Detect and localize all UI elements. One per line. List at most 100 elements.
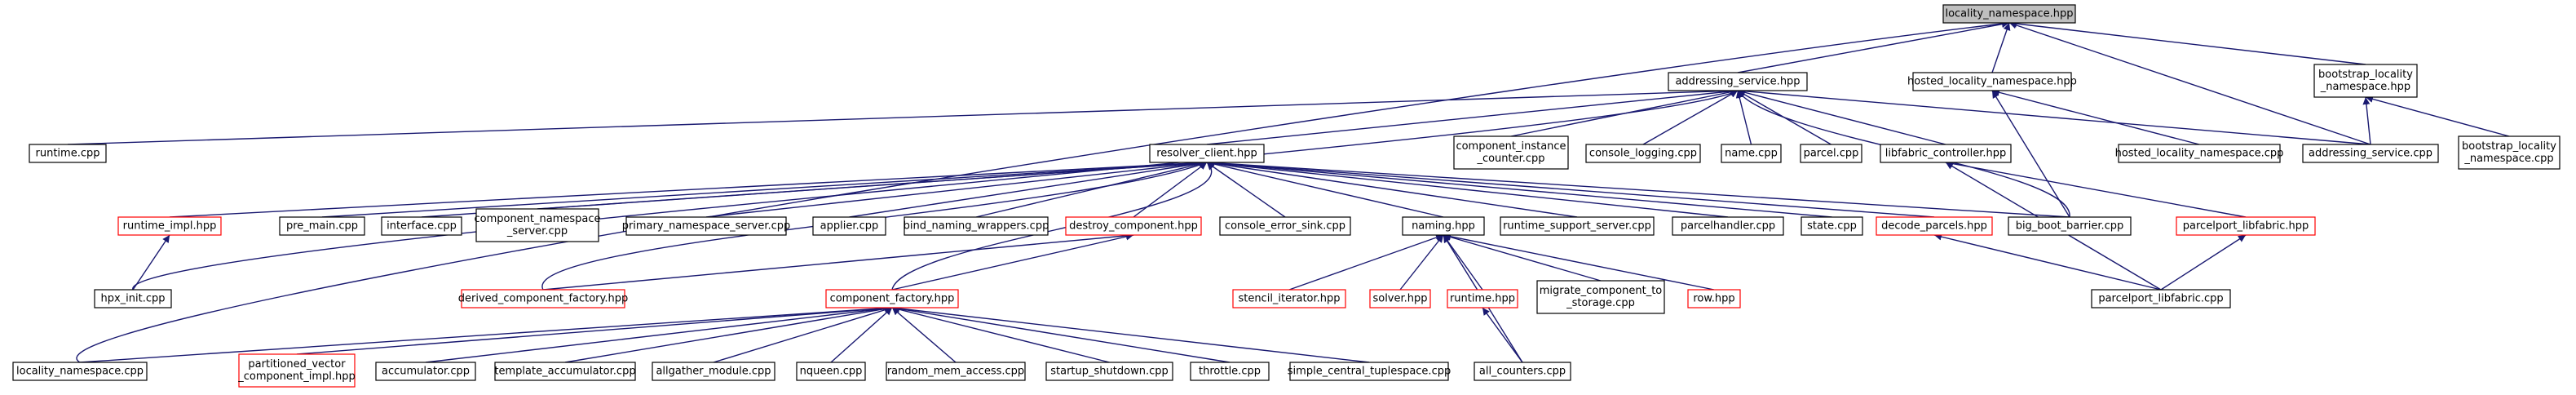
node-box — [2176, 216, 2316, 236]
node-parcelhandler-cpp[interactable]: parcelhandler.cpp — [1672, 216, 1784, 236]
node-box — [2118, 144, 2281, 163]
node-box — [825, 289, 959, 308]
node-label: simple_central_tuplespace.cpp — [1288, 366, 1451, 378]
edge-parcelport-libfabric-hpp-to-libfabric-controller-hpp — [1945, 160, 2247, 218]
node-label: nqueen.cpp — [800, 366, 863, 378]
node-box — [29, 144, 107, 163]
node-applier-cpp[interactable]: applier.cpp — [812, 216, 886, 236]
node-root[interactable]: locality_namespace.hpp — [1942, 4, 2076, 24]
node-naming-hpp[interactable]: naming.hpp — [1402, 216, 1485, 236]
node-box — [1065, 216, 1202, 236]
node-throttle-cpp[interactable]: throttle.cpp — [1190, 362, 1270, 381]
node-nqueen-cpp[interactable]: nqueen.cpp — [796, 362, 866, 381]
node-box — [2008, 216, 2132, 236]
node-box — [94, 289, 172, 308]
node-simple-central-tuplespace-cpp[interactable]: simple_central_tuplespace.cpp — [1288, 362, 1451, 381]
node-label: console_error_sink.cpp — [1225, 220, 1345, 233]
node-parcelport-libfabric-cpp[interactable]: parcelport_libfabric.cpp — [2091, 289, 2231, 308]
node-box — [461, 289, 625, 308]
node-label: parcelhandler.cpp — [1681, 220, 1775, 233]
node-solver-hpp[interactable]: solver.hpp — [1369, 289, 1431, 308]
node-box — [117, 216, 222, 236]
node-name-cpp[interactable]: name.cpp — [1721, 144, 1782, 163]
node-pre-main-cpp[interactable]: pre_main.cpp — [279, 216, 365, 236]
node-box — [904, 216, 1049, 236]
node-label: stencil_iterator.hpp — [1238, 293, 1340, 305]
node-label: _component_impl.hpp — [237, 371, 356, 383]
edge-addressing-service-cpp-to-bootstrap-locality-namespace-hpp — [2362, 96, 2371, 145]
edge-big-boot-barrier-cpp-to-hosted-locality-namespace-hpp — [1991, 90, 2070, 218]
edge-partitioned-vector-component-impl-hpp-to-component-factory-hpp — [296, 304, 893, 355]
node-derived-component-factory-hpp[interactable]: derived_component_factory.hpp — [458, 289, 629, 308]
node-component-instance-counter-cpp[interactable]: component_instance_counter.cpp — [1453, 135, 1569, 170]
node-console-error-sink-cpp[interactable]: console_error_sink.cpp — [1219, 216, 1351, 236]
edge-hpx-init-cpp-to-addressing-service-hpp — [132, 90, 1739, 291]
node-box — [1912, 72, 2072, 91]
node-label: component_factory.hpp — [830, 293, 955, 305]
node-big-boot-barrier-cpp[interactable]: big_boot_barrier.cpp — [2008, 216, 2132, 236]
node-migrate-component-to-storage-cpp[interactable]: migrate_component_to_storage.cpp — [1536, 280, 1665, 314]
edge-libfabric-controller-hpp-to-addressing-service-hpp — [1737, 88, 1946, 145]
edge-parcelport-libfabric-cpp-to-decode-parcels-hpp — [1933, 233, 2162, 291]
node-startup-shutdown-cpp[interactable]: startup_shutdown.cpp — [1045, 362, 1173, 381]
node-bootstrap-locality-namespace-cpp[interactable]: bootstrap_locality_namespace.cpp — [2458, 135, 2561, 170]
node-bind-naming-wrappers-cpp[interactable]: bind_naming_wrappers.cpp — [904, 216, 1049, 236]
node-box — [625, 216, 787, 236]
node-interface-cpp[interactable]: interface.cpp — [381, 216, 462, 236]
edge-applier-cpp-to-resolver-client-hpp — [849, 159, 1208, 218]
edge-addressing-service-cpp-to-root — [2008, 21, 2371, 145]
node-label: bootstrap_locality — [2462, 140, 2556, 153]
node-runtime-cpp[interactable]: runtime.cpp — [29, 144, 107, 163]
node-allgather-module-cpp[interactable]: allgather_module.cpp — [652, 362, 775, 381]
node-runtime-impl-hpp[interactable]: runtime_impl.hpp — [117, 216, 222, 236]
node-label: _storage.cpp — [1566, 297, 1635, 309]
node-stencil-iterator-hpp[interactable]: stencil_iterator.hpp — [1232, 289, 1346, 308]
node-box — [1149, 144, 1265, 163]
node-hpx-init-cpp[interactable]: hpx_init.cpp — [94, 289, 172, 308]
node-template-accumulator-cpp[interactable]: template_accumulator.cpp — [494, 362, 636, 381]
node-addressing-service-hpp[interactable]: addressing_service.hpp — [1668, 72, 1808, 91]
node-hosted-locality-namespace-cpp[interactable]: hosted_locality_namespace.cpp — [2115, 144, 2284, 163]
node-box — [1447, 289, 1518, 308]
node-runtime-hpp[interactable]: runtime.hpp — [1447, 289, 1518, 308]
node-hosted-locality-namespace-hpp[interactable]: hosted_locality_namespace.hpp — [1907, 72, 2077, 91]
edge-decode-parcels-hpp-to-resolver-client-hpp — [1206, 159, 1935, 218]
node-label: component_instance — [1456, 140, 1566, 153]
node-box — [1942, 4, 2076, 24]
node-component-namespace-server-cpp[interactable]: component_namespace_server.cpp — [474, 208, 601, 242]
node-label: derived_component_factory.hpp — [458, 293, 629, 305]
node-label: _server.cpp — [506, 225, 568, 237]
node-label: decode_parcels.hpp — [1881, 220, 1987, 233]
edge-big-boot-barrier-cpp-to-resolver-client-hpp — [1206, 159, 2070, 218]
node-accumulator-cpp[interactable]: accumulator.cpp — [375, 362, 476, 381]
node-label: runtime_impl.hpp — [123, 220, 217, 233]
node-box — [1801, 216, 1863, 236]
node-all-counters-cpp[interactable]: all_counters.cpp — [1474, 362, 1571, 381]
node-destroy-component-hpp[interactable]: destroy_component.hpp — [1065, 216, 1202, 236]
node-bootstrap-locality-namespace-hpp[interactable]: bootstrap_locality_namespace.hpp — [2313, 64, 2418, 98]
edge-console-logging-cpp-to-addressing-service-hpp — [1642, 90, 1739, 145]
node-state-cpp[interactable]: state.cpp — [1801, 216, 1863, 236]
node-component-factory-hpp[interactable]: component_factory.hpp — [825, 289, 959, 308]
edge-parcelhandler-cpp-to-resolver-client-hpp — [1206, 159, 1729, 218]
node-resolver-client-hpp[interactable]: resolver_client.hpp — [1149, 144, 1265, 163]
node-random-mem-access-cpp[interactable]: random_mem_access.cpp — [886, 362, 1026, 381]
node-libfabric-controller-hpp[interactable]: libfabric_controller.hpp — [1880, 144, 2012, 163]
node-partitioned-vector-component-impl-hpp[interactable]: partitioned_vector_component_impl.hpp — [237, 353, 356, 388]
node-parcel-cpp[interactable]: parcel.cpp — [1800, 144, 1862, 163]
node-locality-namespace-cpp[interactable]: locality_namespace.cpp — [12, 362, 148, 381]
node-runtime-support-server-cpp[interactable]: runtime_support_server.cpp — [1500, 216, 1655, 236]
node-addressing-service-cpp[interactable]: addressing_service.cpp — [2302, 144, 2439, 163]
edge-runtime-support-server-cpp-to-resolver-client-hpp — [1206, 159, 1578, 218]
node-box — [1880, 144, 2012, 163]
node-decode-parcels-hpp[interactable]: decode_parcels.hpp — [1876, 216, 1993, 236]
node-row-hpp[interactable]: row.hpp — [1687, 289, 1741, 308]
edge-primary-namespace-server-cpp-to-resolver-client-hpp — [705, 159, 1208, 218]
node-label: accumulator.cpp — [382, 366, 470, 378]
node-parcelport-libfabric-hpp[interactable]: parcelport_libfabric.hpp — [2176, 216, 2316, 236]
node-console-logging-cpp[interactable]: console_logging.cpp — [1585, 144, 1701, 163]
dependency-edges — [67, 20, 2510, 363]
node-primary-namespace-server-cpp[interactable]: primary_namespace_server.cpp — [622, 216, 791, 236]
edge-accumulator-cpp-to-component-factory-hpp — [425, 304, 893, 363]
edge-throttle-cpp-to-component-factory-hpp — [891, 304, 1231, 363]
